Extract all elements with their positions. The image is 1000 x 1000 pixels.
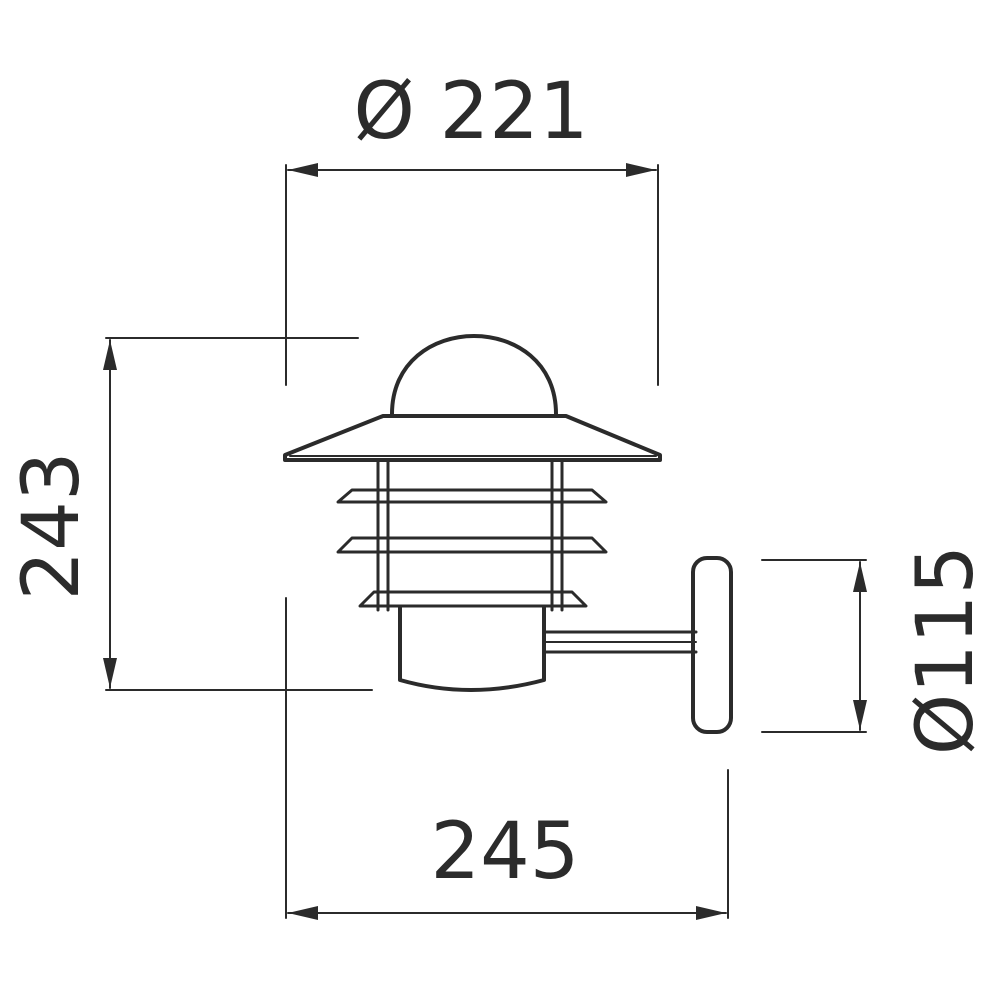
- dimension-bottom-width: 245: [285, 597, 729, 920]
- arrowhead-base-bottom: [853, 700, 867, 730]
- lamp-dome: [390, 334, 558, 416]
- dimension-base-diameter: Ø115: [761, 545, 991, 755]
- arrowhead-top-right: [626, 163, 656, 177]
- label-top-diameter: Ø 221: [353, 67, 588, 157]
- label-base-diameter: Ø115: [901, 545, 991, 755]
- dimension-height: 243: [7, 337, 373, 691]
- label-bottom-width: 245: [431, 807, 580, 897]
- label-height: 243: [7, 452, 97, 601]
- arrowhead-height-bottom: [103, 658, 117, 688]
- lamp-lower-body: [398, 606, 546, 692]
- arrowhead-bottom-left: [288, 906, 318, 920]
- dimension-top-diameter: Ø 221: [285, 67, 659, 386]
- arrowhead-base-top: [853, 562, 867, 592]
- arrowhead-height-top: [103, 340, 117, 370]
- arrowhead-bottom-right: [696, 906, 726, 920]
- wall-base-plate: [691, 556, 733, 734]
- lamp-roof: [283, 414, 662, 462]
- arrowhead-top-left: [288, 163, 318, 177]
- louvre-2: [336, 536, 608, 554]
- louvre-1: [336, 488, 608, 504]
- louvre-3: [358, 590, 588, 608]
- wall-lamp: [283, 334, 733, 734]
